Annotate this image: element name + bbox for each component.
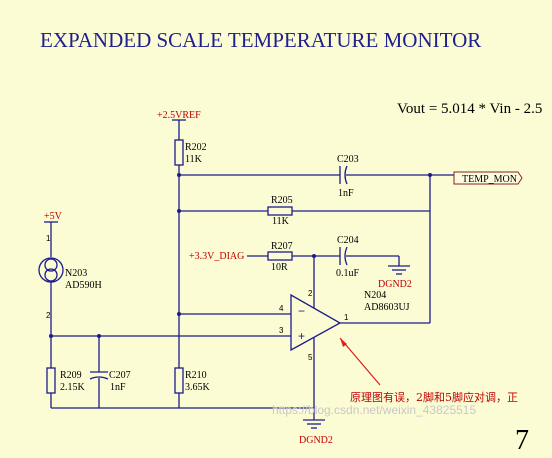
annotation-note: 原理图有误，2脚和5脚应对调，正 xyxy=(350,390,518,404)
pin-1-label: 1 xyxy=(344,313,349,322)
capacitor-c204-plate2 xyxy=(344,246,348,266)
resistor-r207 xyxy=(267,251,293,261)
r202-ref: R202 xyxy=(185,142,207,153)
capacitor-c207-plate2 xyxy=(89,376,109,380)
annotation-arrow xyxy=(339,337,381,386)
c207-value: 1nF xyxy=(110,382,126,393)
watermark: https://blog.csdn.net/weixin_43825515 xyxy=(272,403,476,417)
annotation-arrowhead xyxy=(340,338,347,347)
output-port xyxy=(453,171,523,185)
ground-symbol-1 xyxy=(388,265,410,275)
n204-ref: N204 xyxy=(364,290,386,301)
n203-value: AD590H xyxy=(65,280,102,291)
r209-value: 2.15K xyxy=(60,382,86,393)
r209-ref: R209 xyxy=(60,370,82,381)
junction xyxy=(312,254,316,258)
resistor-r202 xyxy=(174,139,184,166)
minus-sign: − xyxy=(298,304,305,318)
opamp-n204 xyxy=(290,293,342,352)
page-title: EXPANDED SCALE TEMPERATURE MONITOR xyxy=(40,28,482,52)
r205-value: 11K xyxy=(272,216,290,227)
current-source-ring xyxy=(44,268,58,282)
ground-label-1: DGND2 xyxy=(378,279,412,290)
ground-label-2: DGND2 xyxy=(299,435,333,446)
c204-value: 0.1uF xyxy=(336,268,360,279)
transfer-formula: Vout = 5.014 * Vin - 2.5 xyxy=(397,101,543,117)
r205-ref: R205 xyxy=(271,195,293,206)
c204-ref: C204 xyxy=(337,235,359,246)
pin-5-label: 5 xyxy=(308,353,313,362)
r202-value: 11K xyxy=(185,154,203,165)
junction xyxy=(177,312,181,316)
r210-value: 3.65K xyxy=(185,382,211,393)
current-source-n203 xyxy=(38,257,64,283)
pin-4-label: 4 xyxy=(279,304,284,313)
junction xyxy=(428,173,432,177)
vref-power-symbol: +2.5VREF xyxy=(157,110,201,140)
r210-ref: R210 xyxy=(185,370,207,381)
resistor-r209 xyxy=(46,367,56,394)
resistor-r205 xyxy=(267,206,293,216)
c207-ref: C207 xyxy=(109,370,131,381)
n203-pin-2: 2 xyxy=(46,311,51,320)
output-port-label: TEMP_MON xyxy=(462,174,517,185)
page-number: 7 xyxy=(515,425,529,456)
pin-2-label: 2 xyxy=(308,289,313,298)
pin-3-label: 3 xyxy=(279,326,284,335)
n204-value: AD8603UJ xyxy=(364,302,410,313)
n203-pin-1: 1 xyxy=(46,234,51,243)
c203-ref: C203 xyxy=(337,154,359,165)
net-label-vref: +2.5VREF xyxy=(157,110,201,121)
r207-value: 10R xyxy=(271,262,288,273)
n203-ref: N203 xyxy=(65,268,87,279)
junction xyxy=(49,334,53,338)
net-label-5v: +5V xyxy=(44,211,63,222)
junction xyxy=(177,209,181,213)
current-source-ring xyxy=(44,258,58,272)
r207-ref: R207 xyxy=(271,241,293,252)
resistor-r210 xyxy=(174,367,184,394)
capacitor-c203-plate2 xyxy=(344,165,348,185)
junction xyxy=(177,173,181,177)
plus-sign: + xyxy=(298,329,305,343)
c203-value: 1nF xyxy=(338,188,354,199)
net-label-3v3: +3.3V_DIAG xyxy=(189,251,244,262)
ground-symbol-2 xyxy=(303,419,325,429)
